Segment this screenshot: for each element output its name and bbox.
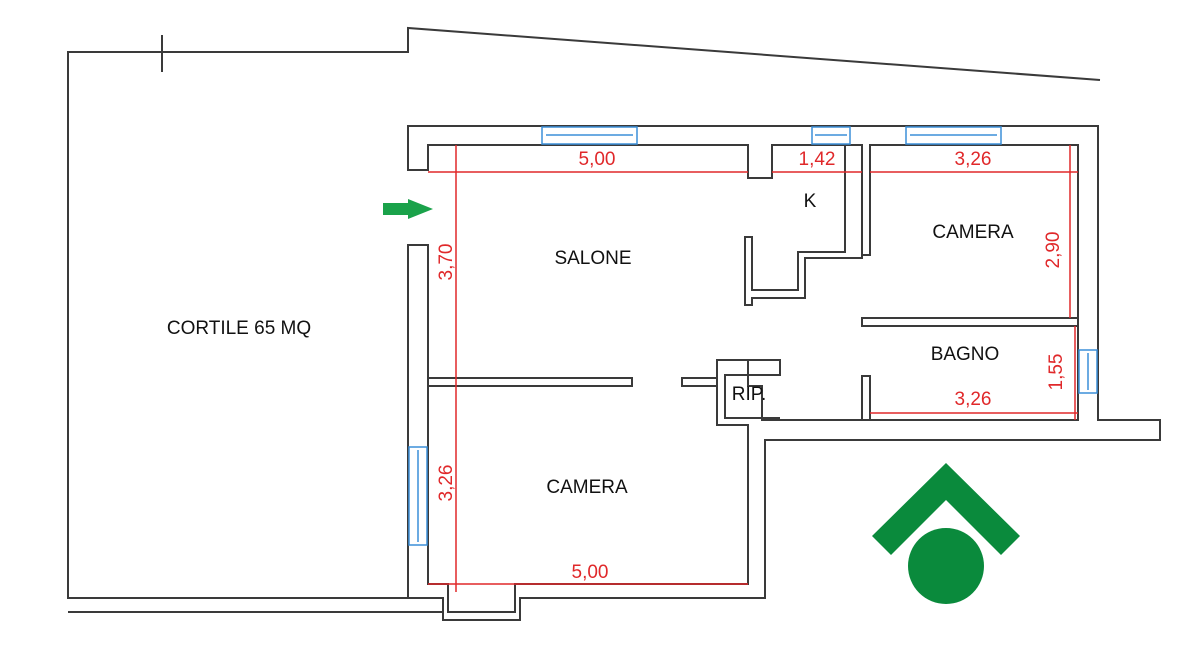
- dimension-lines: [428, 145, 1078, 592]
- room-label-kitchen: K: [804, 191, 817, 212]
- room-label-salone: SALONE: [554, 248, 631, 269]
- room-label-ripostiglio: RIP.: [732, 384, 767, 405]
- site-boundary: [67, 26, 1101, 613]
- dim-camera1-depth: 2,90: [1043, 232, 1064, 269]
- dim-salone-depth: 3,70: [436, 244, 457, 281]
- agency-logo: [872, 463, 1020, 604]
- dim-kitchen-width: 1,42: [799, 149, 836, 170]
- dim-bagno-width: 3,26: [955, 389, 992, 410]
- dim-camera1-width: 3,26: [955, 149, 992, 170]
- dim-bagno-depth: 1,55: [1046, 354, 1067, 391]
- windows: [408, 126, 1098, 546]
- room-label-bagno: BAGNO: [931, 344, 1000, 365]
- entrance-arrow-icon: [383, 199, 433, 219]
- room-label-camera1: CAMERA: [932, 222, 1014, 243]
- walls: [407, 125, 1161, 621]
- dim-camera2-depth: 3,26: [436, 465, 457, 502]
- dim-salone-width: 5,00: [579, 149, 616, 170]
- room-label-camera2: CAMERA: [546, 477, 628, 498]
- dim-camera2-width: 5,00: [572, 562, 609, 583]
- room-label-cortile: CORTILE 65 MQ: [167, 318, 311, 339]
